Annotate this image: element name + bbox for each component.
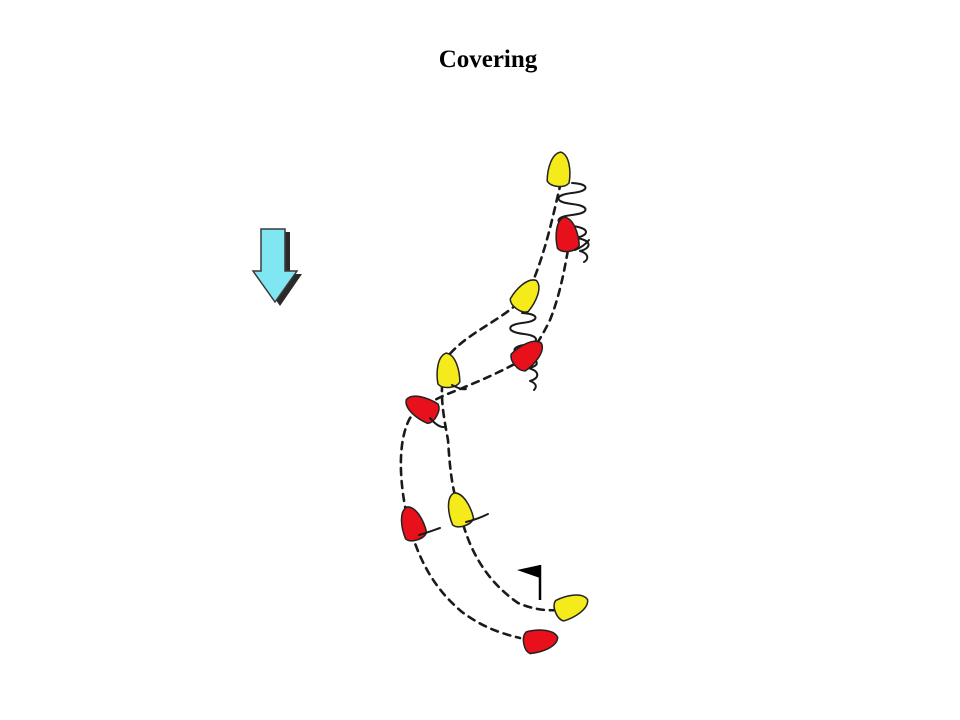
yellow-boat-1 <box>545 150 573 189</box>
mark-flag-icon <box>517 565 542 600</box>
yellow-track <box>440 180 563 612</box>
red-boat-1 <box>552 214 581 254</box>
wind-arrow-icon <box>251 228 302 306</box>
yellow-boat-5 <box>550 588 593 624</box>
yellow-boat-2 <box>506 273 547 317</box>
red-boat-3-tiller <box>429 417 447 429</box>
red-boat-3 <box>400 388 443 427</box>
red-boat-2 <box>506 333 550 375</box>
slide-title: Covering <box>438 46 538 73</box>
red-boat-1-tiller <box>574 239 590 251</box>
yellow-boat-4 <box>442 488 476 530</box>
yellow-boat-4-tiller <box>465 513 489 523</box>
red-track <box>399 236 572 640</box>
red-boat-4-tiller <box>418 527 441 536</box>
red-boat-4 <box>395 502 429 544</box>
wind-arrow <box>251 228 299 304</box>
yellow-boat-3 <box>434 351 462 390</box>
red-boat-5 <box>521 625 561 656</box>
wind-shadow-squiggle-upper <box>557 182 590 263</box>
yellow-boat-3-tiller <box>451 384 467 391</box>
